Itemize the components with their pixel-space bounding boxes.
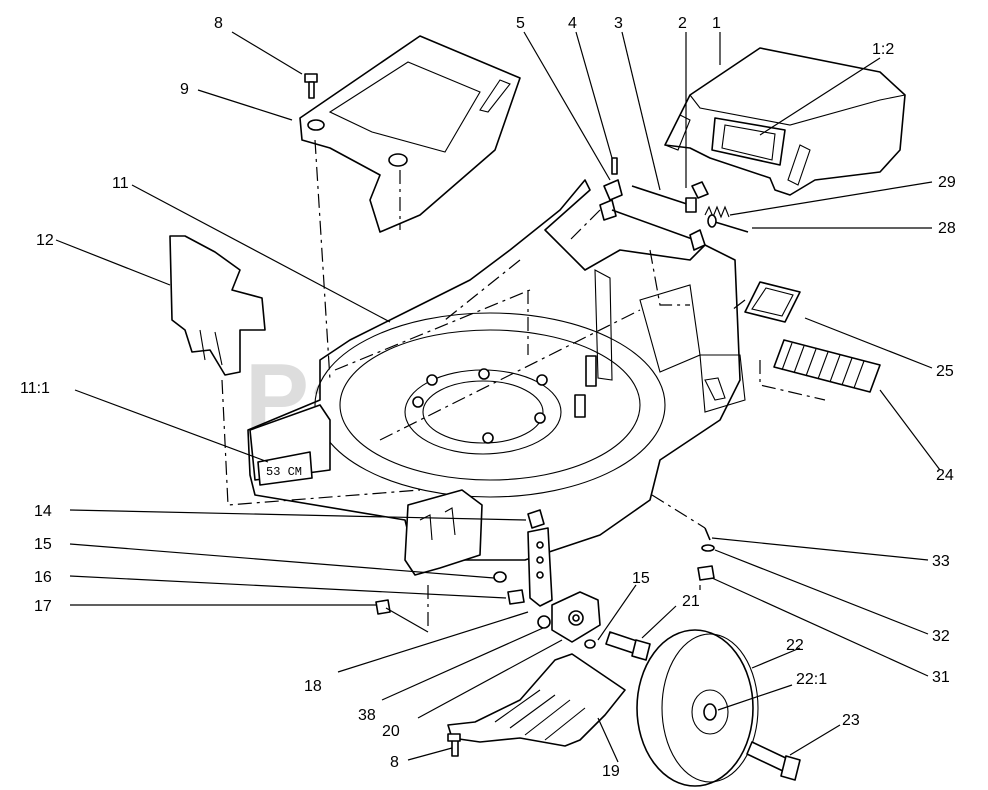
callout-16[interactable]: 16: [34, 569, 52, 586]
callout-2[interactable]: 2: [678, 15, 687, 32]
callout-19[interactable]: 19: [602, 763, 620, 780]
callout-21[interactable]: 21: [682, 593, 700, 610]
callout-22-1[interactable]: 22:1: [796, 671, 827, 688]
callout-29[interactable]: 29: [938, 174, 956, 191]
callout-33[interactable]: 33: [932, 553, 950, 570]
part-15-washer-b[interactable]: [584, 639, 596, 649]
callout-3[interactable]: 3: [614, 15, 623, 32]
part-20-axle-block[interactable]: [551, 591, 601, 643]
part-16-bolt[interactable]: [507, 589, 525, 605]
callout-28[interactable]: 28: [938, 220, 956, 237]
part-5-bracket[interactable]: [599, 179, 706, 251]
part-14-nut[interactable]: [527, 509, 545, 529]
callout-22[interactable]: 22: [786, 637, 804, 654]
callout-14[interactable]: 14: [34, 503, 52, 520]
part-33-screw[interactable]: [704, 527, 711, 541]
part-wheel-height-bracket[interactable]: [527, 527, 553, 607]
callout-15-right[interactable]: 15: [632, 570, 650, 587]
callout-38[interactable]: 38: [358, 707, 376, 724]
deck-size-marking: 53 CM: [266, 465, 302, 479]
callouts: 1 1:2 2 3 4 5 8 9 11 12 11:1 29 28 25 24…: [20, 15, 956, 780]
callout-32[interactable]: 32: [932, 628, 950, 645]
callout-1[interactable]: 1: [712, 15, 721, 32]
callout-4[interactable]: 4: [568, 15, 577, 32]
part-15-washer-a[interactable]: [493, 571, 507, 583]
leader-lines: [55, 31, 941, 763]
part-12-side-plate[interactable]: [169, 235, 266, 376]
part-21-axle-bolt[interactable]: [605, 631, 651, 661]
part-9-rear-door[interactable]: [299, 35, 521, 233]
part-8-bolt-top[interactable]: [304, 73, 318, 99]
part-11-mower-deck[interactable]: 53 CM: [247, 179, 746, 576]
phantom-lines: [221, 139, 826, 630]
part-1-rear-cover[interactable]: [664, 47, 906, 196]
callout-11-1[interactable]: 11:1: [20, 380, 50, 397]
callout-5[interactable]: 5: [516, 15, 525, 32]
part-3-rod[interactable]: [631, 185, 697, 213]
part-25-pad[interactable]: [744, 281, 801, 323]
part-22-wheel[interactable]: [636, 629, 759, 787]
part-2-clip[interactable]: [691, 181, 709, 199]
callout-8-bottom[interactable]: 8: [390, 754, 399, 771]
callout-8-top[interactable]: 8: [214, 15, 223, 32]
part-24-tread-strip[interactable]: [773, 339, 881, 393]
callout-11[interactable]: 11: [112, 175, 129, 192]
callout-18[interactable]: 18: [304, 678, 322, 695]
callout-1-2[interactable]: 1:2: [872, 41, 894, 58]
part-29-spring[interactable]: [704, 205, 730, 219]
part-32-washer[interactable]: [701, 544, 715, 552]
part-28-pin[interactable]: [707, 214, 749, 233]
callout-15-left[interactable]: 15: [34, 536, 52, 553]
callout-9[interactable]: 9: [180, 81, 189, 98]
callout-24[interactable]: 24: [936, 467, 954, 484]
callout-25[interactable]: 25: [936, 363, 954, 380]
part-8-bolt-bottom[interactable]: [447, 733, 461, 757]
part-31-nut[interactable]: [697, 565, 715, 581]
part-23-wheel-bolt[interactable]: [746, 741, 801, 781]
callout-23[interactable]: 23: [842, 712, 860, 729]
callout-31[interactable]: 31: [932, 669, 950, 686]
part-38-spacer[interactable]: [537, 615, 551, 629]
part-19-skid-plate[interactable]: [447, 653, 626, 747]
callout-12[interactable]: 12: [36, 232, 54, 249]
part-4-screw[interactable]: [611, 157, 618, 175]
part-17-nut[interactable]: [375, 599, 391, 615]
callout-17[interactable]: 17: [34, 598, 52, 615]
callout-20[interactable]: 20: [382, 723, 400, 740]
